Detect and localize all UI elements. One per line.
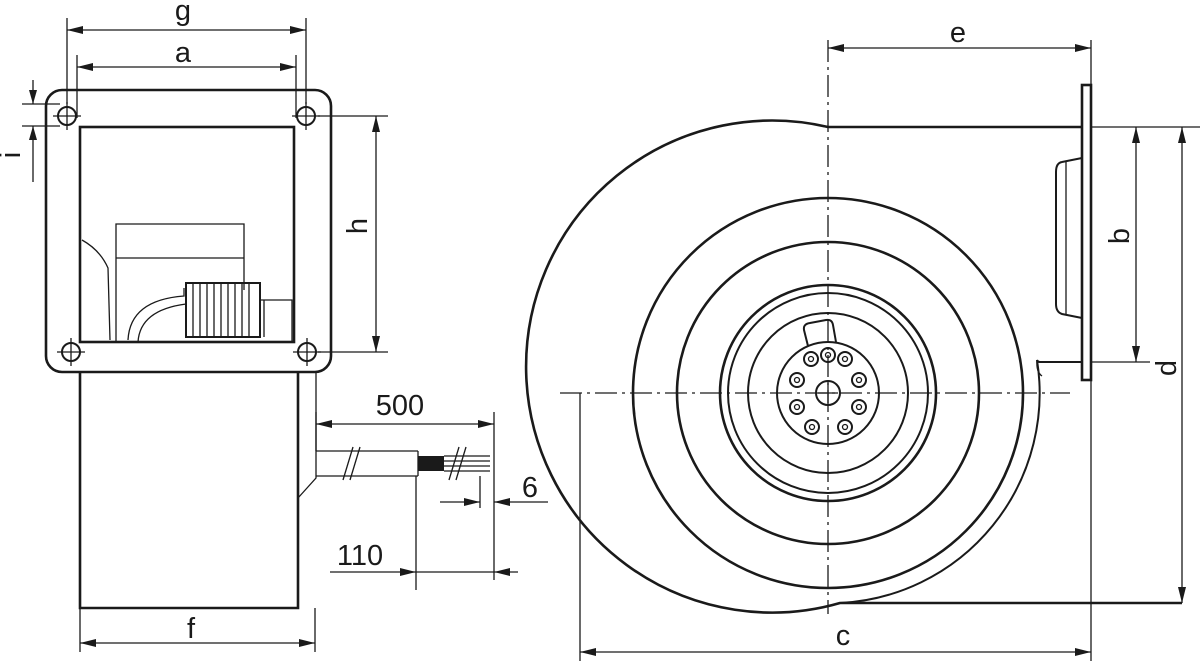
label-b: b (1104, 228, 1136, 244)
dimension-d: d (1150, 126, 1200, 603)
label-500: 500 (376, 390, 424, 422)
label-f: f (187, 613, 196, 645)
motor-block (115, 223, 245, 342)
label-a: a (175, 37, 192, 69)
tongue-detail (1036, 359, 1043, 377)
label-c: c (836, 620, 851, 652)
dimension-i: i (0, 80, 60, 182)
dimension-6: 6 (440, 472, 548, 508)
label-g: g (175, 0, 191, 27)
ribbed-hub (185, 282, 261, 338)
mounting-flange (44, 88, 333, 374)
front-view (44, 88, 490, 610)
dimension-c: c (579, 380, 1092, 661)
label-d: d (1151, 360, 1183, 376)
label-110: 110 (337, 540, 383, 572)
inlet-opening (78, 125, 296, 344)
outlet-flange (1080, 83, 1093, 382)
label-6: 6 (522, 472, 538, 504)
label-e: e (950, 17, 966, 49)
dimension-a: a (76, 37, 297, 118)
inner-curve (127, 288, 185, 341)
terminal-block (260, 299, 293, 342)
mounting-hole-top-right (292, 102, 320, 130)
dimension-e: e (828, 17, 1092, 85)
dimension-h: h (318, 115, 388, 353)
side-view (524, 40, 1182, 614)
cable-wires (418, 456, 444, 471)
dimension-f: f (79, 608, 316, 652)
mounting-hole-top-left (53, 102, 81, 130)
dimension-110: 110 (330, 476, 518, 590)
label-i: i (0, 152, 27, 158)
inner-curve-2 (137, 303, 187, 343)
scroll-housing (524, 119, 1182, 614)
housing-side-step (297, 372, 317, 499)
hub-ribs (192, 283, 250, 337)
impeller-curve (81, 239, 111, 341)
dimension-500: 500 (315, 390, 495, 580)
mounting-hole-bottom-left (57, 338, 85, 366)
dimension-b: b (1091, 126, 1150, 363)
outlet-bracket (1055, 157, 1083, 319)
hub-tab (802, 318, 837, 347)
label-h: h (342, 218, 374, 234)
motor-housing (78, 372, 300, 610)
mounting-hole-bottom-right (293, 338, 321, 366)
dimension-g: g (66, 0, 307, 104)
power-cable (316, 446, 490, 481)
